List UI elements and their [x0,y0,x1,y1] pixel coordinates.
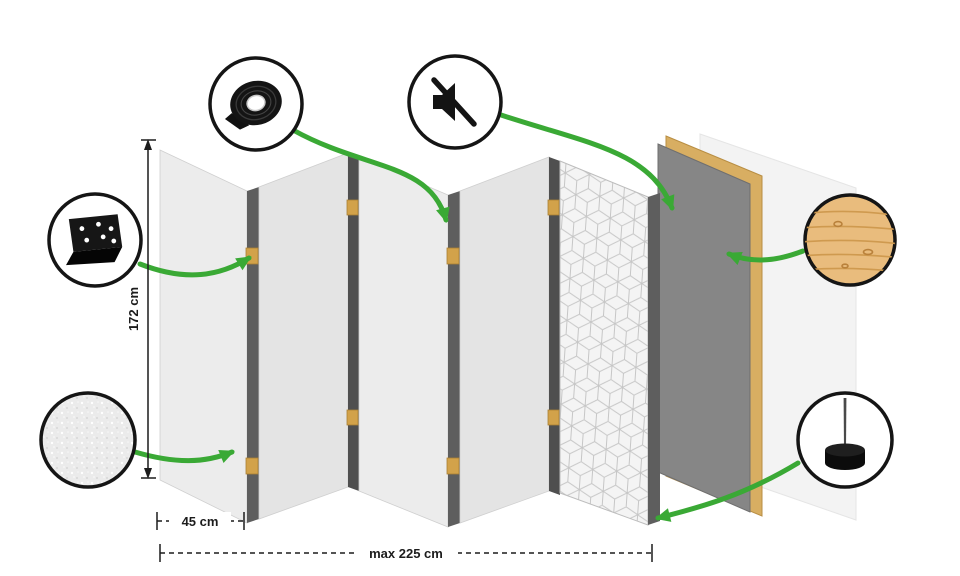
dimension-panel-width: 45 cm [156,512,245,530]
feet-callout [796,391,894,489]
muted-speaker-icon [431,77,477,127]
panel-edge-2 [348,153,359,491]
hinge-part [346,199,359,216]
panel-2 [258,152,349,520]
arrow-tape-to-panel [290,127,450,223]
panel-1 [159,149,248,524]
folding-panels [159,149,660,528]
hinge-part [446,457,460,475]
tape-roll-icon [224,80,282,130]
dimension-max-width: max 225 cm [159,544,653,562]
arrow-wood-to-frame [726,248,806,265]
hinges [245,199,560,475]
hinge-part [245,457,259,475]
panel-edge-3 [448,191,460,527]
panel-3 [358,156,449,528]
mute-callout [407,54,503,150]
fleece-texture-swatch [39,391,137,489]
panel-5-patterned [559,160,649,526]
fleece-callout [39,391,137,489]
hinge-part [547,199,560,216]
height-label: 172 cm [126,287,141,331]
tape-callout [208,56,304,152]
hinge-icon [66,214,123,266]
foot-pin-icon [825,398,865,470]
panel-4 [459,156,550,524]
panel-edge-5 [648,193,660,525]
hinge-part [446,247,460,265]
arrow-feet-to-base [655,460,801,522]
hinge-part [547,409,560,426]
dimension-height: 172 cm [126,139,156,479]
arrow-hinge-to-joint [137,255,252,278]
arrow-mute-to-board [495,111,675,211]
panel-width-label: 45 cm [182,514,219,529]
panel-edge-1 [247,187,259,523]
core-board [657,143,751,513]
hinge-callout [47,192,143,288]
max-width-label: max 225 cm [369,546,443,561]
hinge-part [346,409,359,426]
wood-callout [803,193,897,287]
